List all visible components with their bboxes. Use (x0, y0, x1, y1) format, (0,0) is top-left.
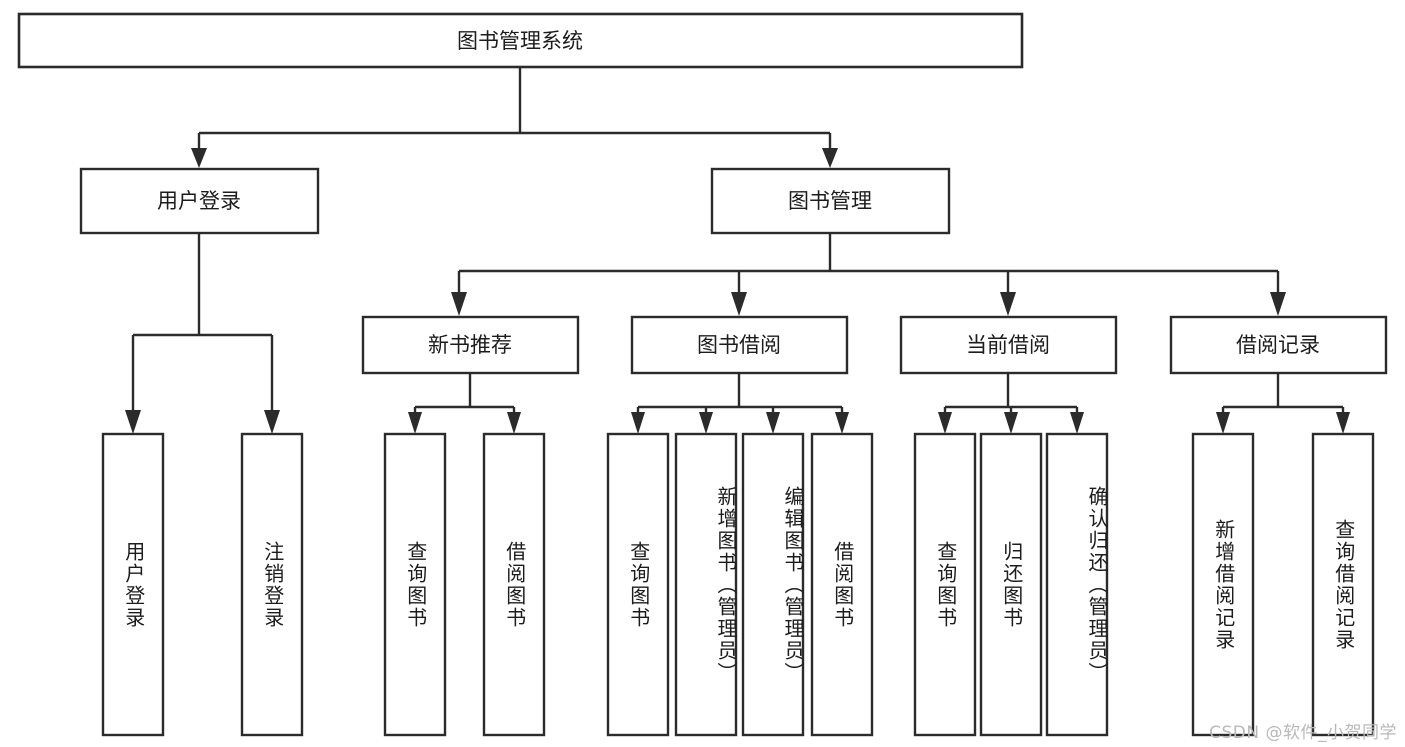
arrow-leaf-borrow-book-1 (507, 412, 521, 434)
leaf-boxes-layer (101, 432, 1375, 737)
arrow-leaf-query-book-3 (938, 412, 952, 434)
csdn-watermark: CSDN @软件_小贺同学 (1209, 723, 1397, 743)
arrow-user-login (191, 148, 207, 168)
arrow-leaf-user-login (125, 410, 141, 434)
node-current-borrow-label: 当前借阅 (966, 333, 1050, 357)
arrow-leaf-query-borrow-record (1336, 412, 1350, 434)
leaf-query-borrow-record-box[interactable] (1311, 432, 1375, 737)
arrow-book-borrow (731, 292, 747, 316)
leaf-add-borrow-record-box[interactable] (1191, 432, 1255, 737)
node-new-book-recommend[interactable]: 新书推荐 (361, 315, 580, 375)
leaf-query-book-3-box[interactable] (913, 432, 977, 737)
leaf-add-book-box[interactable] (674, 432, 738, 737)
arrow-leaf-return-book (1004, 412, 1018, 434)
node-user-login-box[interactable] (79, 167, 320, 235)
arrow-leaf-add-book (699, 412, 713, 434)
node-book-borrow-box[interactable] (630, 315, 849, 375)
node-book-management-label: 图书管理 (788, 189, 872, 213)
leaf-user-login-box[interactable] (101, 432, 165, 737)
arrow-new-book-recommend (451, 292, 467, 316)
leaf-return-book-box[interactable] (979, 432, 1043, 737)
node-new-book-recommend-box[interactable] (361, 315, 580, 375)
node-current-borrow-box[interactable] (899, 315, 1118, 375)
node-current-borrow[interactable]: 当前借阅 (899, 315, 1118, 375)
leaf-confirm-return-box[interactable] (1045, 432, 1109, 737)
node-new-book-recommend-label: 新书推荐 (428, 333, 512, 357)
connectors-layer (125, 67, 1350, 434)
node-root-box[interactable] (17, 12, 1024, 69)
arrow-leaf-query-book-2 (631, 412, 645, 434)
arrow-leaf-query-book-1 (408, 412, 422, 434)
node-user-login[interactable]: 用户登录 (79, 167, 320, 235)
arrow-leaf-edit-book (766, 412, 780, 434)
node-book-management-box[interactable] (710, 167, 951, 235)
leaf-logout-login-box[interactable] (240, 432, 304, 737)
node-borrow-record-box[interactable] (1169, 315, 1388, 375)
leaf-borrow-book-2-box[interactable] (810, 432, 874, 737)
arrow-leaf-confirm-return (1070, 412, 1084, 434)
node-borrow-record-label: 借阅记录 (1236, 333, 1320, 357)
arrow-leaf-add-borrow-record (1216, 412, 1230, 434)
leaf-query-book-1-box[interactable] (383, 432, 447, 737)
leaf-edit-book-box[interactable] (741, 432, 805, 737)
arrow-borrow-record (1270, 292, 1286, 316)
node-book-borrow[interactable]: 图书借阅 (630, 315, 849, 375)
node-root-label: 图书管理系统 (457, 29, 583, 53)
node-book-management[interactable]: 图书管理 (710, 167, 951, 235)
leaf-borrow-book-1-box[interactable] (482, 432, 546, 737)
arrow-leaf-borrow-book-2 (835, 412, 849, 434)
arrow-leaf-logout-login (264, 410, 280, 434)
arrow-current-borrow (1000, 292, 1016, 316)
arrow-book-management (822, 148, 838, 168)
node-book-borrow-label: 图书借阅 (697, 333, 781, 357)
node-root[interactable]: 图书管理系统 (17, 12, 1024, 69)
node-borrow-record[interactable]: 借阅记录 (1169, 315, 1388, 375)
node-user-login-label: 用户登录 (157, 189, 241, 213)
leaf-query-book-2-box[interactable] (606, 432, 670, 737)
